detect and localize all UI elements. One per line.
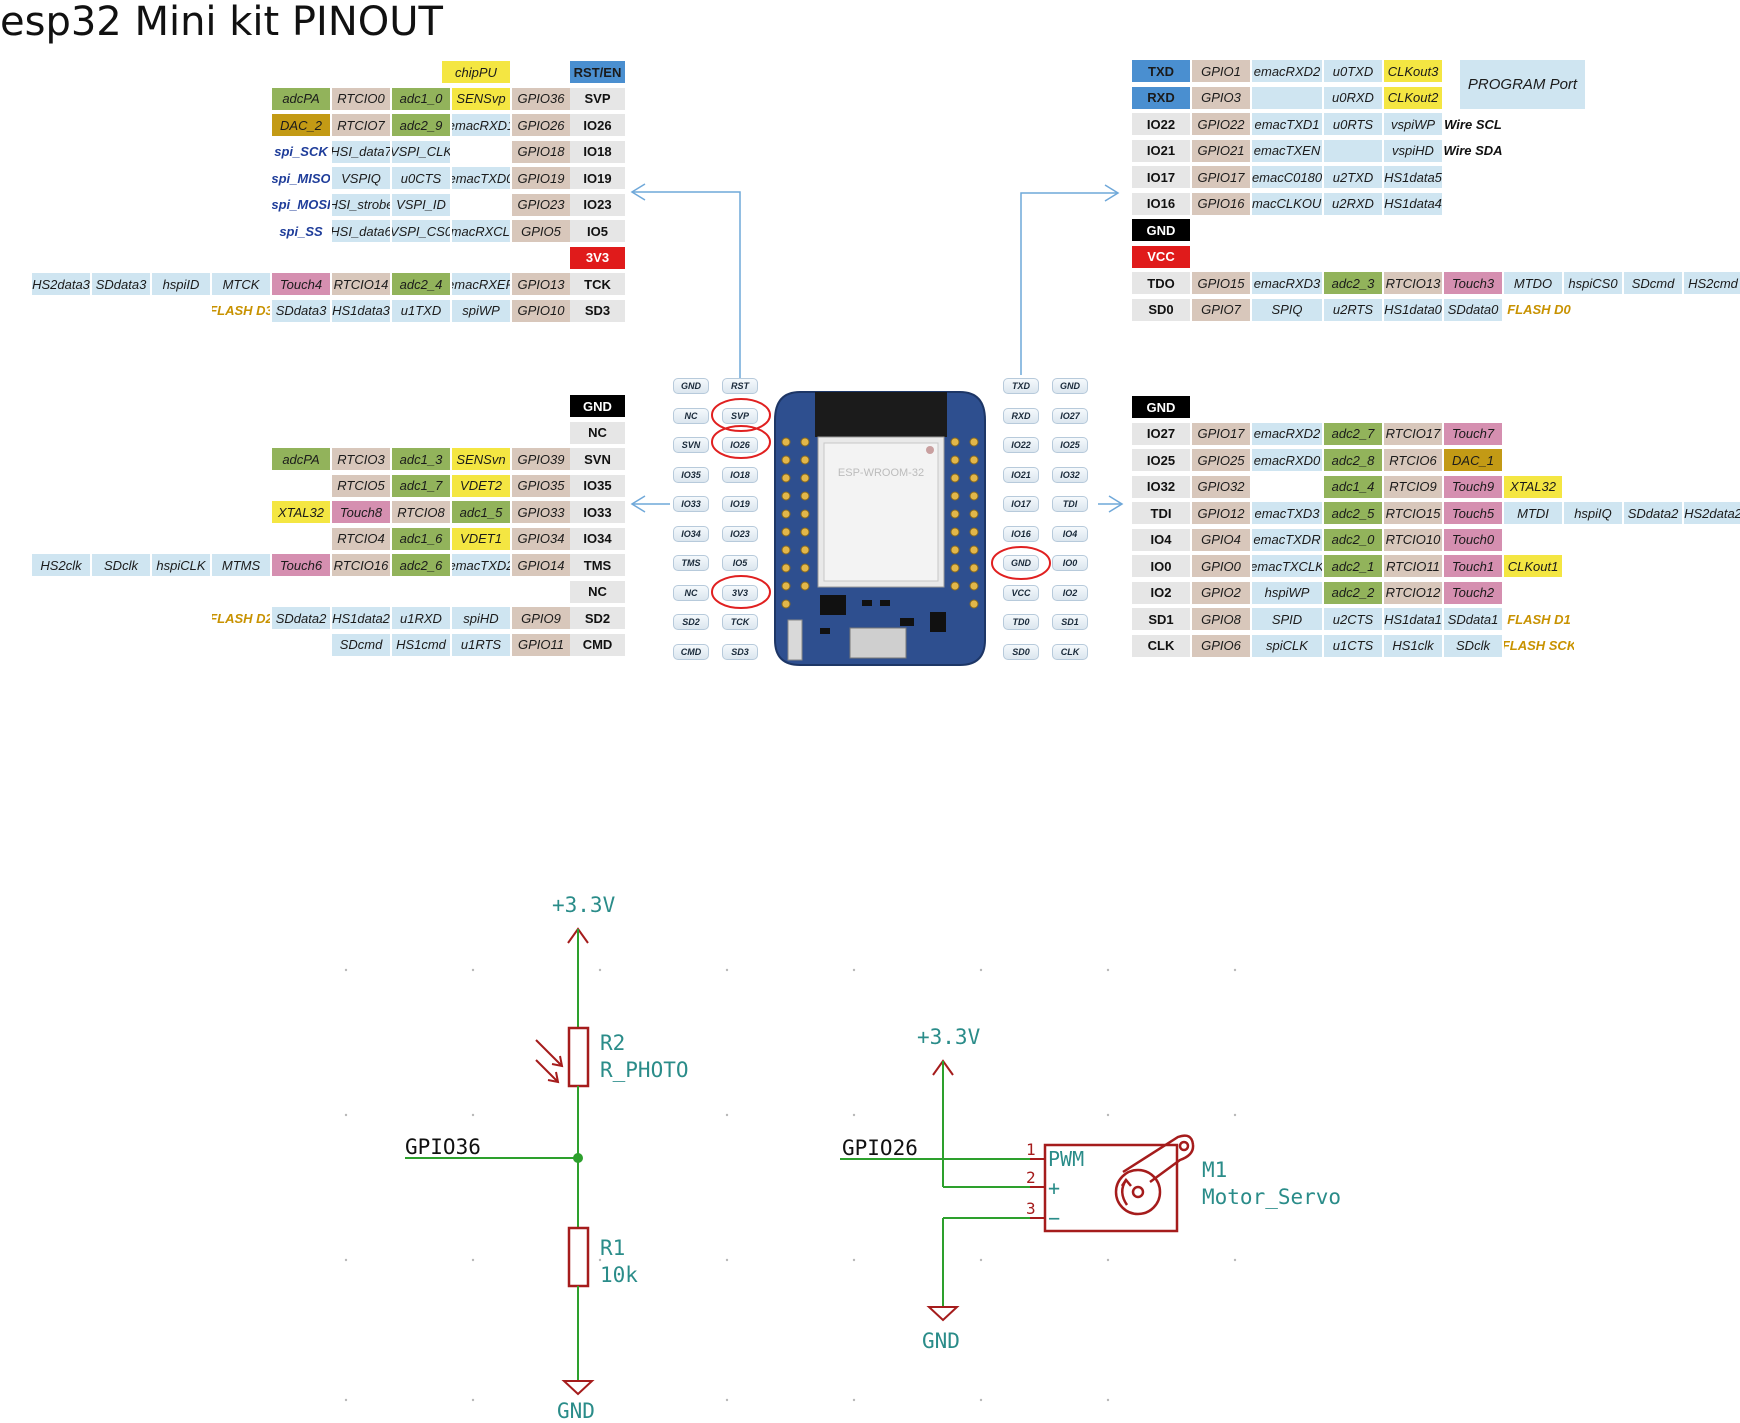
supply-label-left: +3.3V [552,894,615,916]
servo-horn-icon [1116,1136,1193,1214]
grid-dots [345,969,1236,1401]
gnd-symbol-right [929,1307,957,1320]
pin-name-plus: + [1048,1177,1060,1199]
net-label-gpio26: GPIO26 [842,1137,918,1159]
pin-name-pwm: PWM [1048,1148,1084,1170]
pin-number-2: 2 [1026,1167,1036,1189]
r1-ref: R1 [600,1237,625,1259]
pin-number-3: 3 [1026,1198,1036,1220]
left-circuit [405,929,592,1394]
supply-label-right: +3.3V [917,1026,980,1048]
net-label-gpio36: GPIO36 [405,1136,481,1158]
gnd-symbol-left [564,1381,592,1394]
r2-value: R_PHOTO [600,1059,689,1081]
r1-value: 10k [600,1264,638,1286]
photo-arrows-icon [536,1040,562,1082]
gnd-label-right: GND [922,1330,960,1352]
pin-number-1: 1 [1026,1139,1036,1161]
m1-ref: M1 [1202,1159,1227,1181]
r1-body [569,1228,588,1286]
r2-ref: R2 [600,1032,625,1054]
r2-body [569,1028,588,1086]
junction-dot [573,1153,583,1163]
pin-name-minus: − [1048,1207,1060,1229]
m1-value: Motor_Servo [1202,1186,1341,1208]
gnd-label-left: GND [557,1400,595,1422]
right-circuit [840,1061,1193,1320]
